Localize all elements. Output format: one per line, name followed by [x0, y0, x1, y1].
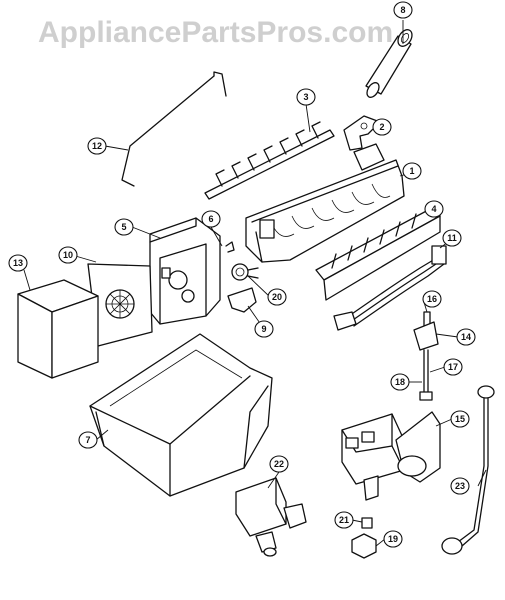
callout-circle — [78, 431, 98, 449]
part-mounting-plate — [87, 263, 153, 347]
callout-number: 15 — [455, 414, 465, 424]
callout-1: 1 — [402, 162, 422, 180]
callout-circle — [450, 410, 470, 428]
part-water-valve-alt — [235, 477, 307, 557]
part-ice-mold — [245, 143, 405, 263]
callout-9: 9 — [254, 320, 274, 338]
callout-number: 22 — [274, 459, 284, 469]
callout-21: 21 — [334, 511, 354, 529]
callout-number: 6 — [208, 214, 213, 224]
callout-number: 17 — [448, 362, 458, 372]
watermark-text: AppliancePartsPros.com — [38, 16, 393, 49]
callout-2: 2 — [372, 118, 392, 136]
callout-4: 4 — [424, 200, 444, 218]
callout-number: 3 — [303, 92, 308, 102]
part-stripper — [343, 115, 381, 151]
callout-number: 1 — [409, 166, 414, 176]
callout-number: 8 — [400, 5, 405, 15]
part-ice-bin — [89, 333, 273, 497]
callout-23: 23 — [450, 477, 470, 495]
part-motor-housing — [149, 217, 221, 325]
callout-number: 14 — [461, 332, 471, 342]
callout-13: 13 — [8, 254, 28, 272]
part-ejector — [204, 121, 335, 200]
callout-number: 7 — [85, 435, 90, 445]
callout-10: 10 — [58, 246, 78, 264]
callout-7: 7 — [78, 431, 98, 449]
callout-17: 17 — [443, 358, 463, 376]
callout-circle — [254, 320, 274, 338]
callout-18: 18 — [390, 373, 410, 391]
leader-lines — [23, 20, 487, 547]
callout-number: 23 — [455, 481, 465, 491]
part-water-line — [441, 385, 495, 555]
callout-circle — [390, 373, 410, 391]
callout-15: 15 — [450, 410, 470, 428]
callout-14: 14 — [456, 328, 476, 346]
callout-number: 2 — [379, 122, 384, 132]
callout-3: 3 — [296, 88, 316, 106]
part-fill-tube — [365, 29, 413, 98]
callout-20: 20 — [267, 288, 287, 306]
callout-circle — [393, 1, 413, 19]
callout-16: 16 — [422, 290, 442, 308]
callout-22: 22 — [269, 455, 289, 473]
part-wire-harness — [333, 245, 447, 331]
part-thermostat — [231, 263, 259, 281]
part-sensor-assembly — [413, 311, 439, 401]
callout-circle — [424, 200, 444, 218]
callout-circle — [443, 358, 463, 376]
callout-circle — [383, 530, 403, 548]
callout-circle — [269, 455, 289, 473]
callout-circle — [442, 229, 462, 247]
part-clip — [225, 241, 235, 253]
callout-5: 5 — [114, 218, 134, 236]
callout-number: 19 — [388, 534, 398, 544]
callout-number: 16 — [427, 294, 437, 304]
callout-19: 19 — [383, 530, 403, 548]
callout-circle — [402, 162, 422, 180]
callout-circle — [87, 137, 107, 155]
callout-circle — [450, 477, 470, 495]
callout-circle — [334, 511, 354, 529]
part-fittings — [351, 517, 377, 559]
part-water-valve — [341, 411, 441, 501]
callout-number: 20 — [272, 292, 282, 302]
callout-circle — [456, 328, 476, 346]
callout-11: 11 — [442, 229, 462, 247]
part-bracket — [227, 287, 257, 313]
callout-6: 6 — [201, 210, 221, 228]
callout-number: 4 — [431, 204, 436, 214]
callout-8: 8 — [393, 1, 413, 19]
callout-number: 5 — [121, 222, 126, 232]
callout-circle — [8, 254, 28, 272]
callout-circle — [201, 210, 221, 228]
callout-number: 9 — [261, 324, 266, 334]
callout-number: 21 — [339, 515, 349, 525]
callout-number: 12 — [92, 141, 102, 151]
callout-circle — [372, 118, 392, 136]
callout-number: 18 — [395, 377, 405, 387]
part-shutoff-arm — [121, 71, 227, 187]
callout-12: 12 — [87, 137, 107, 155]
callout-number: 13 — [13, 258, 23, 268]
callout-circle — [296, 88, 316, 106]
part-heater-rack — [315, 207, 441, 301]
callout-circle — [422, 290, 442, 308]
callout-number: 10 — [63, 250, 73, 260]
callout-circle — [58, 246, 78, 264]
callout-number: 11 — [447, 233, 457, 243]
callout-circle — [267, 288, 287, 306]
part-cover — [17, 279, 99, 379]
callout-circle — [114, 218, 134, 236]
